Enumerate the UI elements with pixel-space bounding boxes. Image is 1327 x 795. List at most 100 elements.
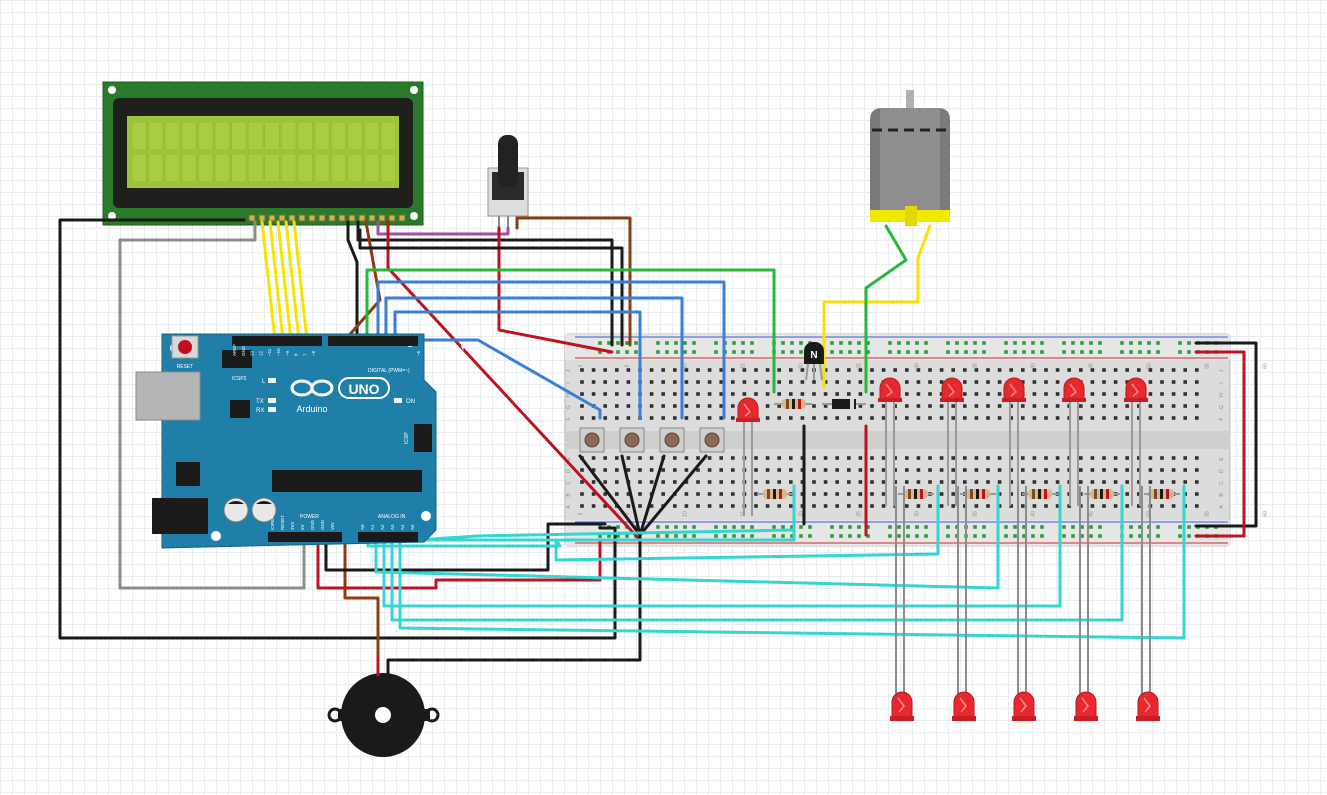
lcd-pin [338, 214, 346, 222]
breadboard-hole [1195, 504, 1199, 508]
breadboard-hole [928, 480, 932, 484]
breadboard-hole [789, 456, 793, 460]
rail-hole [1156, 341, 1160, 345]
push-button[interactable] [659, 427, 685, 453]
rail-hole [772, 534, 776, 538]
breadboard-col-number: 35 [972, 511, 978, 517]
wire-cyan-a1 [374, 484, 1000, 590]
rail-hole [616, 350, 620, 354]
breadboard-hole [615, 392, 619, 396]
arduino-pcb [161, 333, 437, 549]
breadboard-hole [1102, 416, 1106, 420]
mounting-hole [108, 86, 116, 94]
rail-hole [1004, 525, 1008, 529]
breadboard-hole [893, 404, 897, 408]
breadboard-hole [580, 504, 584, 508]
breadboard-hole [580, 404, 584, 408]
push-button[interactable] [699, 427, 725, 453]
breadboard-hole [1183, 392, 1187, 396]
rail-hole [683, 534, 687, 538]
rail-hole [1156, 350, 1160, 354]
breadboard-hole [1044, 456, 1048, 460]
rail-hole [750, 534, 754, 538]
rail-hole [1004, 534, 1008, 538]
breadboard-hole [1090, 504, 1095, 508]
breadboard-hole [1090, 416, 1095, 420]
digital-header-right [328, 336, 418, 346]
breadboard-hole [951, 468, 955, 472]
led-tx-label: TX [256, 399, 264, 405]
red-led [1062, 377, 1086, 506]
breadboard-hole [696, 404, 700, 408]
breadboard-col-number: 5 [624, 512, 630, 515]
wire-grey-lcd-power [118, 220, 306, 590]
breadboard-hole [1090, 480, 1095, 484]
breadboard-hole [731, 504, 735, 508]
lcd-char-cell [314, 121, 330, 151]
breadboard-hole [1113, 392, 1118, 396]
breadboard-hole [615, 480, 619, 484]
breadboard-hole [719, 392, 723, 396]
breadboard-hole [1055, 404, 1060, 408]
npn-transistor: N [804, 342, 824, 381]
rail-hole [656, 534, 660, 538]
rail-hole [665, 341, 669, 345]
digital-pin-label: 12 [258, 350, 263, 356]
red-led [952, 486, 976, 721]
analog-pin-label: A0 [360, 524, 365, 530]
rail-hole [830, 350, 834, 354]
push-button[interactable] [579, 427, 605, 453]
rail-hole [1178, 350, 1182, 354]
breadboard-hole [1148, 456, 1153, 460]
lcd-pin [318, 214, 326, 222]
lcd-pin [298, 214, 306, 222]
breadboard-col-number: 40 [1030, 511, 1036, 517]
breadboard-hole [905, 380, 909, 384]
breadboard-hole [765, 392, 770, 396]
rail-hole [732, 341, 736, 345]
breadboard-hole [777, 456, 781, 460]
breadboard-hole [754, 368, 758, 372]
breadboard-hole [591, 480, 596, 484]
breadboard-hole [684, 480, 689, 484]
wire-purple-lcd-contrast [376, 220, 510, 236]
arduino-uno-board: RESET ICSP2 ICSP L TX RX ON UNO Arduino [135, 333, 465, 549]
rail-hole [781, 534, 785, 538]
breadboard-hole [1021, 456, 1025, 460]
breadboard-hole [673, 404, 677, 408]
breadboard-hole [684, 416, 689, 420]
breadboard-hole [1021, 380, 1025, 384]
breadboard-hole [684, 492, 689, 496]
wire-blue-button-1 [376, 280, 726, 420]
breadboard-hole [1113, 416, 1118, 420]
wire-cyan-a2 [382, 484, 1062, 608]
buzzer-hole [375, 707, 391, 723]
breadboard-hole [951, 492, 955, 496]
breadboard-hole [800, 368, 805, 372]
breadboard-row-letter: D [1219, 469, 1225, 473]
rail-hole [1040, 525, 1044, 529]
breadboard-hole [789, 480, 793, 484]
breadboard-hole [881, 404, 886, 408]
breadboard-row-letter: E [1219, 457, 1225, 461]
breadboard-hole [1113, 480, 1118, 484]
rail-hole [1013, 341, 1017, 345]
digital-pin-label: GND [241, 345, 246, 356]
rail-hole [665, 525, 669, 529]
breadboard-col-number: 30 [914, 511, 920, 517]
rail-hole [839, 525, 843, 529]
breadboard-hole [615, 416, 619, 420]
breadboard-hole [916, 380, 921, 384]
breadboard-col-number: 45 [1088, 363, 1094, 369]
breadboard-hole [707, 404, 712, 408]
breadboard-hole [731, 416, 735, 420]
breadboard-hole [939, 480, 944, 484]
breadboard-hole [707, 492, 712, 496]
rail-hole [692, 525, 696, 529]
breadboard-hole [1195, 456, 1199, 460]
breadboard-hole [916, 456, 921, 460]
rail-hole [924, 525, 928, 529]
breadboard-hole [765, 456, 770, 460]
push-button[interactable] [619, 427, 645, 453]
